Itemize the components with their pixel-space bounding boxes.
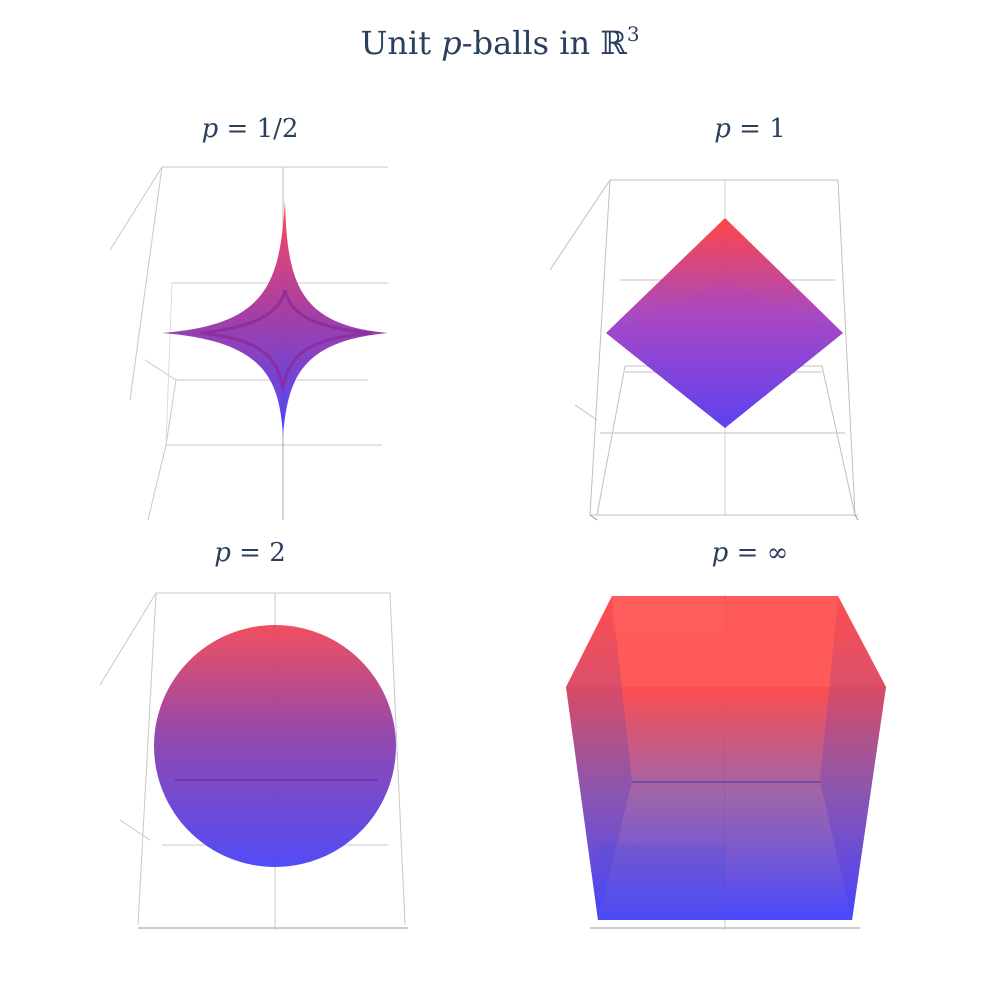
subplot-p-inf: p = ∞ xyxy=(566,538,886,930)
cube-shape xyxy=(566,596,886,920)
subplot-title: p = 1/2 xyxy=(202,114,299,144)
subplot-title: p = 1 xyxy=(714,114,786,144)
figure-title: Unit p-balls in ℝ3 xyxy=(360,22,639,62)
sphere-shape xyxy=(154,625,396,867)
subplot-p-two: p = 2 xyxy=(99,538,408,930)
subplot-title: p = ∞ xyxy=(712,538,789,568)
subplot-p-one: p = 1 xyxy=(549,114,859,521)
subplot-p-half: p = 1/2 xyxy=(109,114,388,521)
astroid-star-shape xyxy=(162,200,388,435)
octahedron-shape xyxy=(606,218,843,428)
subplot-title: p = 2 xyxy=(214,538,286,568)
